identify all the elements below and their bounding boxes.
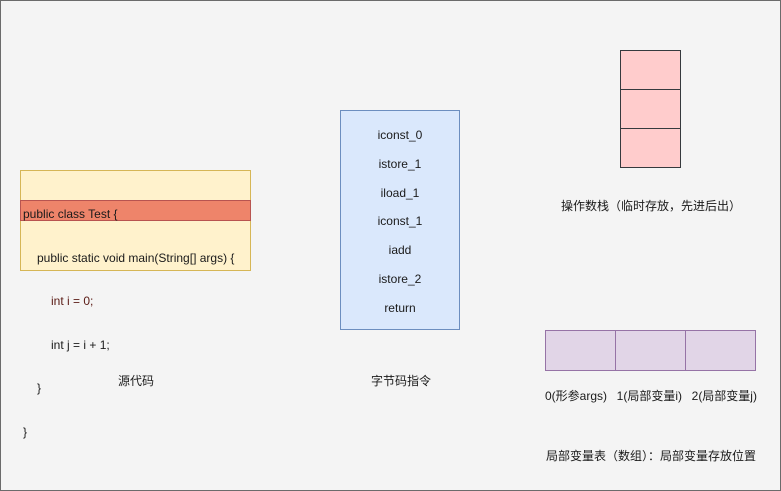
code-line: } [23, 424, 28, 439]
current-line-highlight [20, 200, 251, 221]
code-line: public static void main(String[] args) { [37, 250, 235, 265]
operand-stack-cell [620, 50, 681, 90]
code-line-highlighted: int i = 0; [51, 294, 94, 308]
local-variable-slot [545, 330, 616, 371]
bytecode-instruction-list: iconst_0 istore_1 iload_1 iconst_1 iadd … [340, 121, 460, 323]
bytecode-instruction: istore_1 [378, 156, 422, 171]
slot-label-i: 1(局部变量i) [616, 389, 682, 403]
local-variable-table-label: 局部变量表（数组）：局部变量存放位置 [545, 449, 756, 463]
bytecode-instruction: istore_2 [378, 271, 422, 286]
local-variable-table [545, 330, 756, 371]
slot-label-j: 2(局部变量j) [691, 389, 757, 403]
source-code-label: 源代码 [117, 374, 154, 388]
slot-label-args: 0(形参args) [545, 389, 608, 403]
operand-stack-cell [620, 128, 681, 168]
bytecode-box [340, 110, 460, 330]
code-line: } [37, 381, 42, 395]
local-variable-slot [615, 330, 686, 371]
code-line: public class Test { [23, 207, 118, 221]
bytecode-instruction: return [384, 300, 416, 315]
code-line: int j = i + 1; [51, 337, 110, 352]
local-variable-slot [685, 330, 756, 371]
bytecode-instruction: iconst_0 [377, 128, 423, 142]
operand-stack-label: 操作数栈（临时存放，先进后出） [560, 199, 741, 213]
operand-stack [620, 50, 681, 168]
local-variable-slot-labels: 0(形参args) 1(局部变量i) 2(局部变量j) [545, 388, 757, 404]
bytecode-instruction: iconst_1 [377, 214, 423, 229]
bytecode-label: 字节码指令 [370, 374, 431, 388]
bytecode-instruction: iadd [388, 243, 412, 258]
bytecode-instruction: iload_1 [380, 185, 420, 200]
source-code-lines: public class Test { public static void m… [23, 178, 249, 468]
operand-stack-cell [620, 89, 681, 129]
